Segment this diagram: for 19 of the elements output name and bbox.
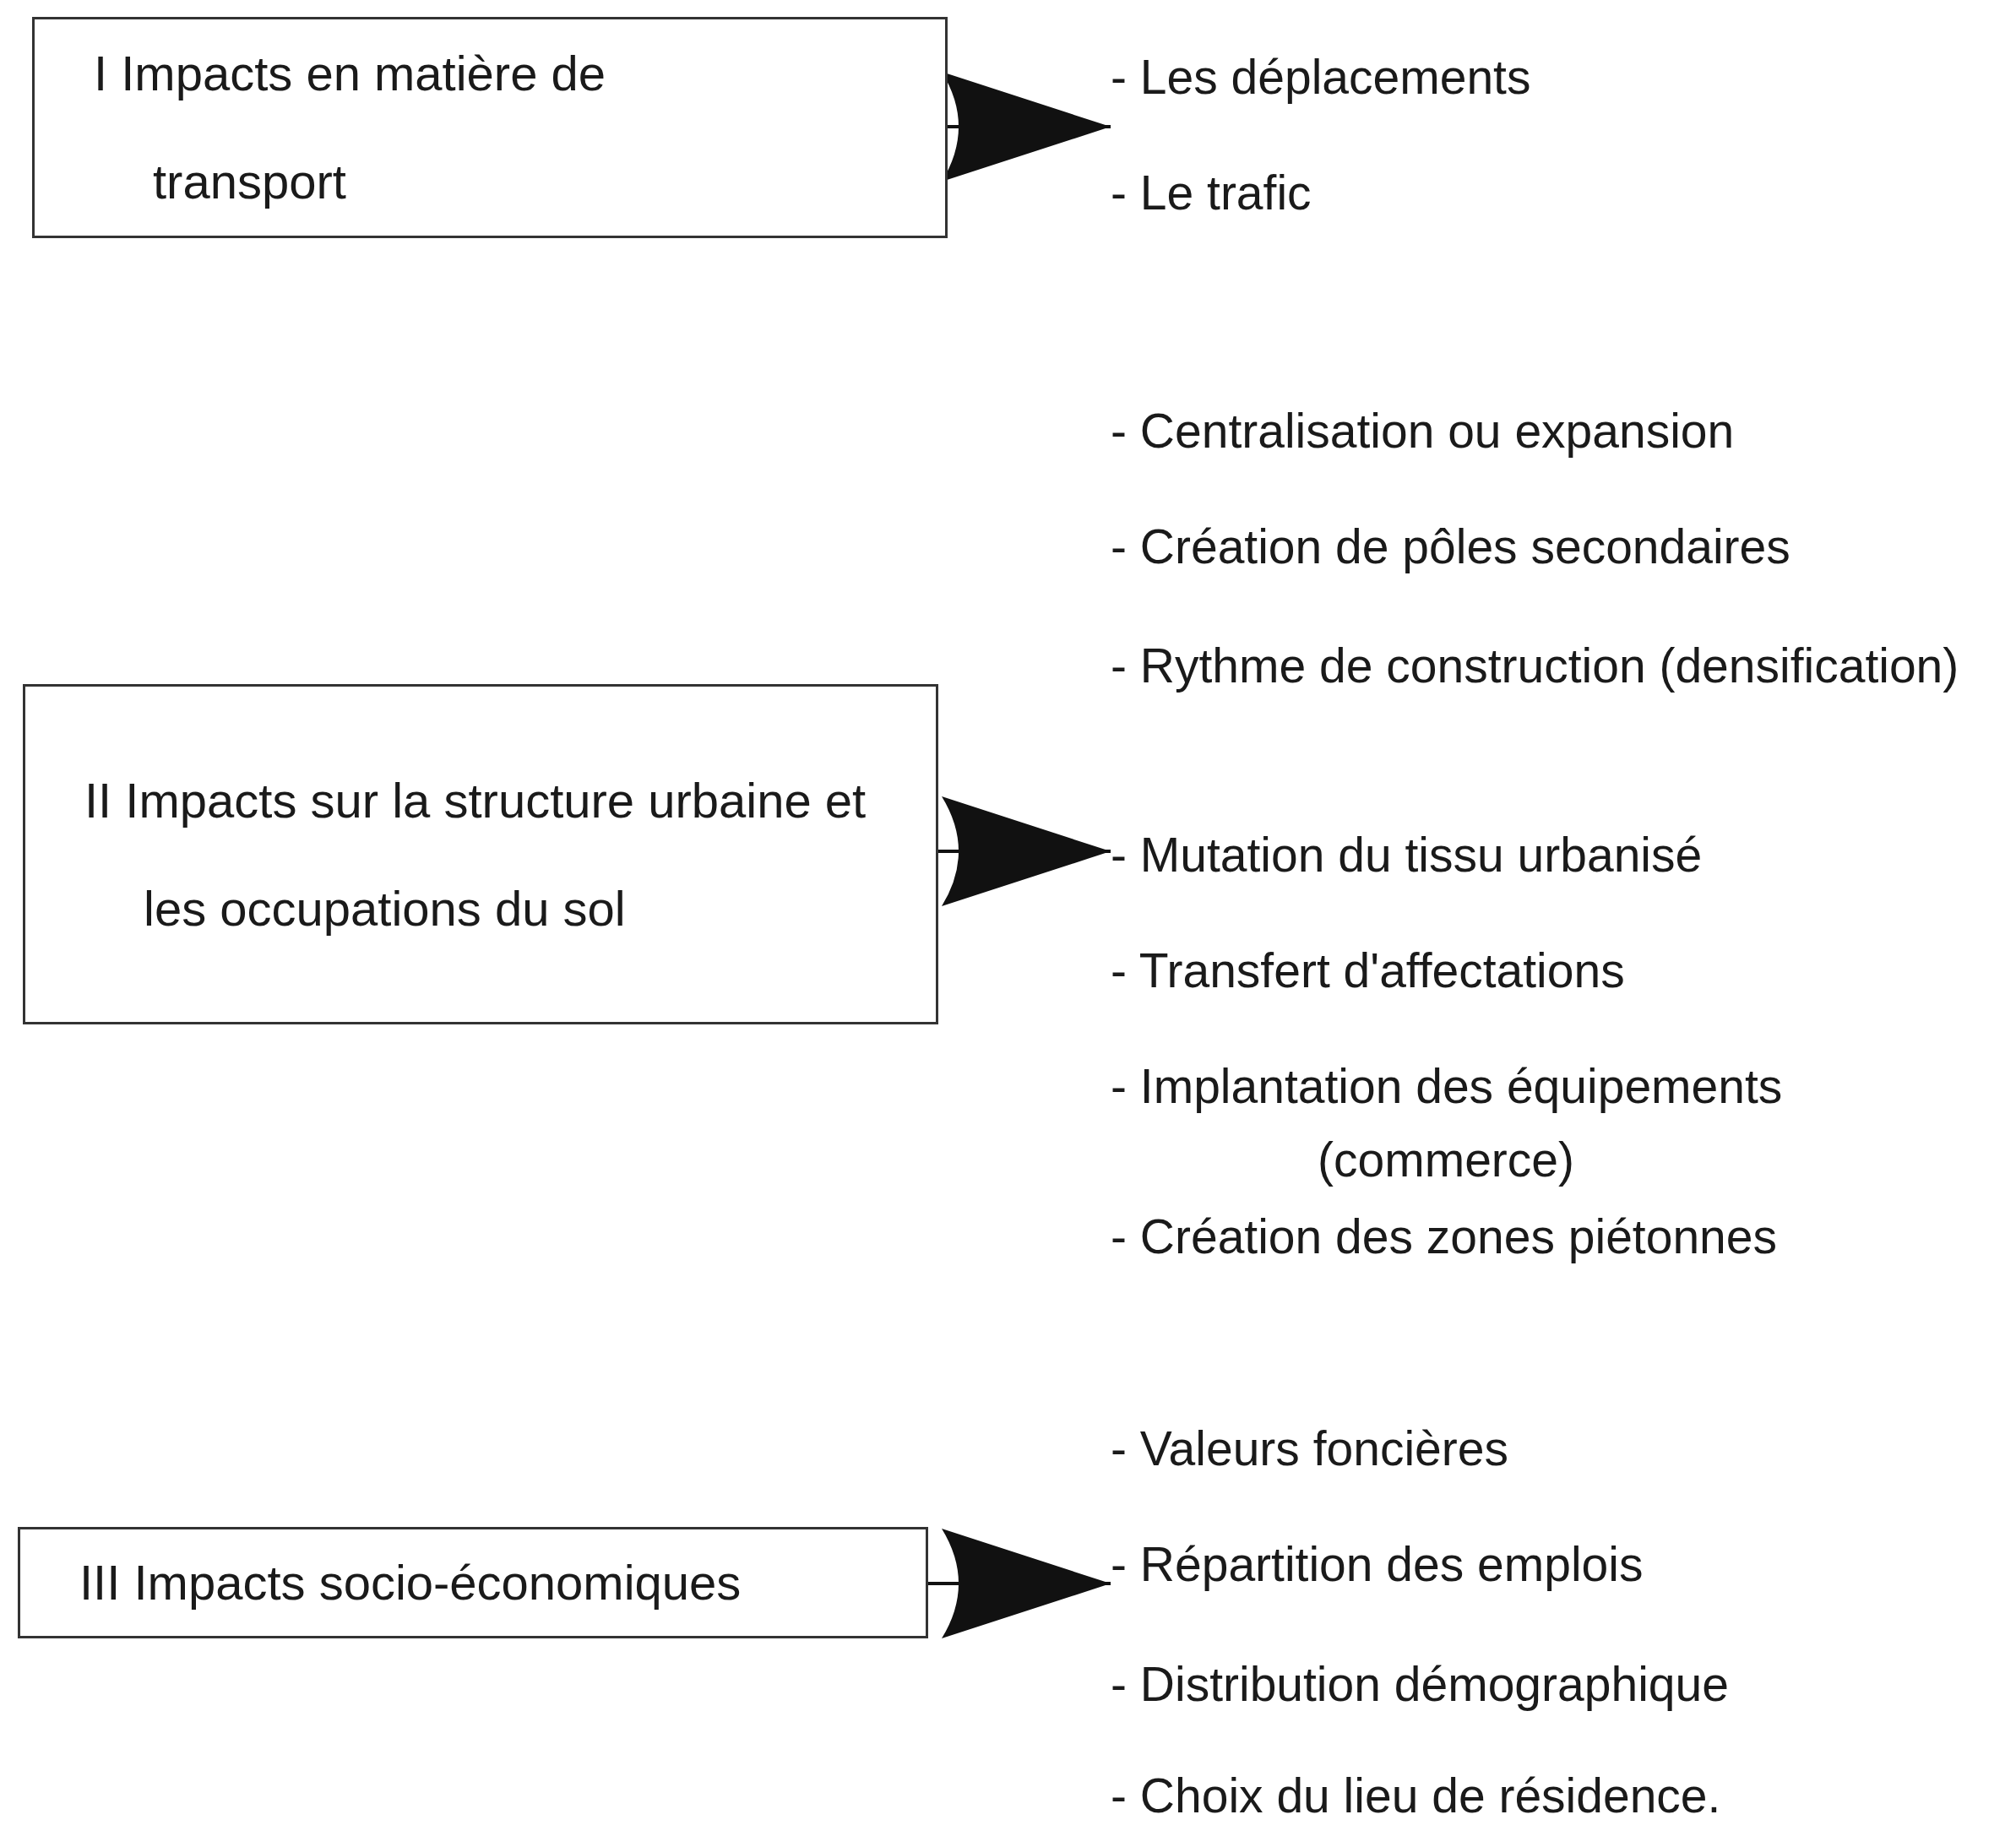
list-item: - Distribution démographique xyxy=(1111,1656,1730,1713)
list-item: - Les déplacements xyxy=(1111,49,1532,106)
impact-box xyxy=(18,1527,928,1638)
impact-box xyxy=(23,684,938,1024)
list-item: - Choix du lieu de résidence. xyxy=(1111,1768,1722,1824)
list-item: - Création des zones piétonnes xyxy=(1111,1209,1778,1265)
list-item: - Centralisation ou expansion xyxy=(1111,403,1736,459)
box-heading: II Impacts sur la structure urbaine et les occupations du sol xyxy=(84,771,867,937)
list-item: - Création de pôles secondaires xyxy=(1111,519,1791,575)
list-item: - Valeurs foncières xyxy=(1111,1421,1509,1477)
box-heading: I Impacts en matière de transport xyxy=(93,45,607,210)
list-item: - Répartition des emplois xyxy=(1111,1536,1644,1593)
list-item: - Mutation du tissu urbanisé xyxy=(1111,827,1704,883)
list-item: - Le trafic xyxy=(1111,165,1312,221)
box-heading: III Impacts socio-économiques xyxy=(79,1554,742,1611)
list-item: - Implantation des équipements (commerce) xyxy=(1111,1058,1784,1188)
list-item: - Rythme de construction (densification) xyxy=(1111,638,1960,694)
list-item: - Transfert d'affectations xyxy=(1111,943,1626,999)
impact-box xyxy=(32,17,948,238)
